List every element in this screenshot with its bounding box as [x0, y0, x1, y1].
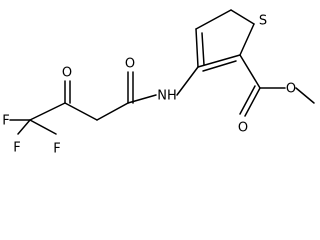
bond-ring-5b — [202, 60, 237, 72]
bond-cf3-c2 — [29, 102, 66, 121]
bond-ch2-c3 — [96, 102, 129, 121]
chemical-structure: S O O NH O O F F F — [2, 9, 315, 157]
bond-ester-methyl — [295, 87, 315, 104]
bond-ring-1 — [195, 28, 199, 68]
atom-label-f2: F — [2, 114, 9, 129]
atom-label-o-keto: O — [62, 66, 72, 81]
bond-ring-1b — [201, 32, 205, 66]
bond-c2-ch2 — [64, 102, 98, 121]
bond-ring-5 — [197, 54, 241, 68]
bond-ring-4 — [239, 23, 255, 56]
bond-ester-o-carbonyl-b — [239, 85, 256, 115]
bond-n-thiophene — [176, 66, 199, 96]
atom-label-f3: F — [53, 142, 60, 157]
atom-label-f1: F — [13, 141, 20, 156]
atom-label-o-carbonyl: O — [238, 121, 248, 136]
atom-label-o-amide: O — [125, 57, 135, 72]
atom-label-s: S — [259, 14, 267, 29]
bond-ring-3 — [230, 9, 255, 25]
bond-ring-2 — [195, 9, 232, 30]
atom-label-nh: NH — [157, 89, 177, 104]
atom-label-o-ester: O — [286, 82, 296, 97]
bond-cf3-f1 — [17, 119, 31, 135]
bond-c3-n — [127, 94, 157, 104]
bond-ester-o-carbonyl-a — [244, 87, 261, 117]
bond-cf3-f3 — [29, 119, 57, 135]
bond-ring-ester — [239, 54, 261, 89]
